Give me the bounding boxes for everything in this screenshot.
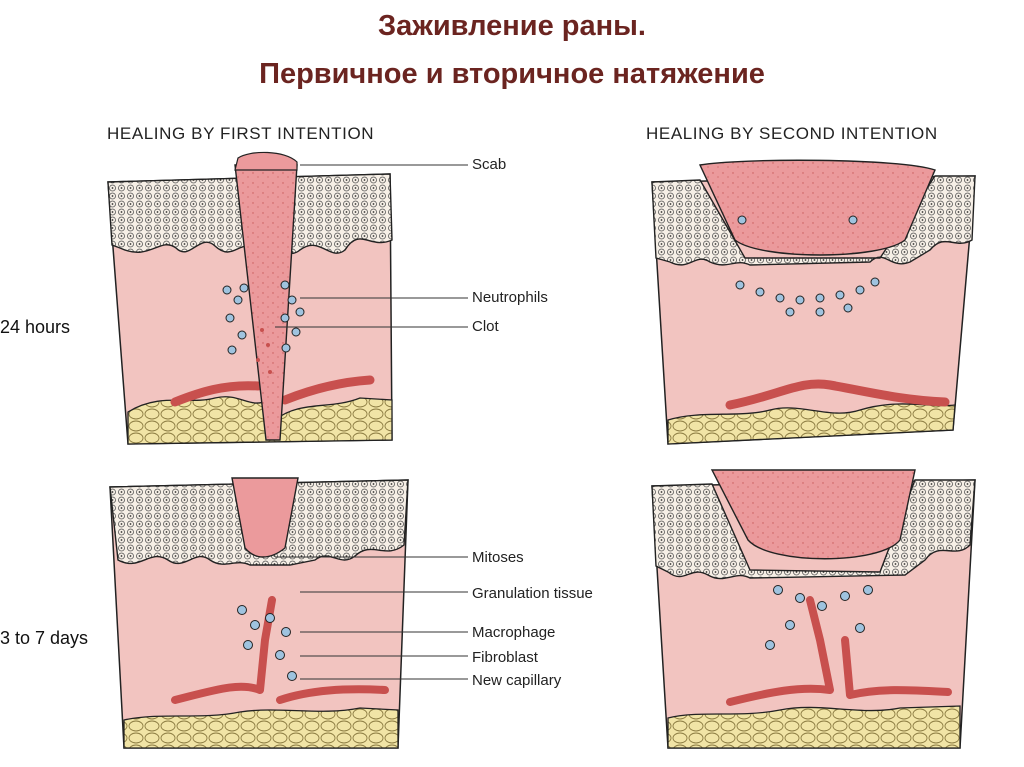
label-scab: Scab	[472, 156, 507, 173]
panel-second-3-7d	[651, 469, 976, 749]
label-macrophage: Macrophage	[472, 624, 556, 641]
header-first-intention: HEALING BY FIRST INTENTION	[107, 124, 375, 143]
panel-first-24h	[107, 151, 393, 445]
label-granulation-tissue: Granulation tissue	[472, 585, 593, 602]
label-fibroblast: Fibroblast	[472, 649, 538, 666]
row-label-3-to-7-days: 3 to 7 days	[0, 628, 89, 648]
label-neutrophils: Neutrophils	[472, 289, 548, 306]
slide-title-line-1: Заживление раны.	[377, 10, 646, 42]
leader-lines-top	[275, 164, 468, 328]
header-second-intention: HEALING BY SECOND INTENTION	[646, 124, 938, 143]
panel-first-3-7d	[109, 477, 409, 749]
label-new-capillary: New capillary	[472, 672, 562, 689]
slide-title-line-2: Первичное и вторичное натяжение	[259, 58, 765, 90]
label-clot: Clot	[472, 318, 499, 335]
label-mitoses: Mitoses	[472, 549, 524, 566]
panel-second-24h	[651, 159, 976, 445]
row-label-24-hours: 24 hours	[0, 317, 71, 337]
leader-lines-bottom	[275, 556, 468, 680]
